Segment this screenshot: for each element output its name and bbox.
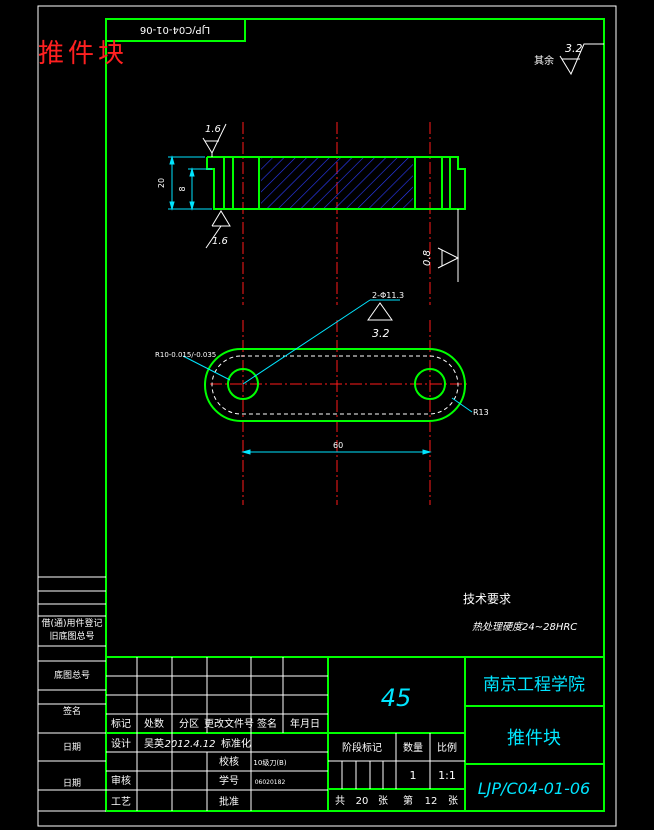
roughness-hole-value: 3.2 — [372, 327, 390, 340]
height-dimension-lines — [168, 155, 212, 211]
tb-stage-label: 阶段标记 — [342, 741, 382, 754]
tb-extra2: 06020182 — [255, 779, 286, 786]
tb-process-label: 工艺 — [111, 796, 131, 808]
slot-radius-leader — [182, 355, 231, 381]
tb-approve-label: 批准 — [219, 795, 239, 808]
roughness-right-symbol — [437, 209, 460, 282]
roughness-top-symbol — [202, 123, 227, 157]
tb-sheets-total: 20 — [356, 796, 369, 807]
rotated-number-box — [105, 18, 246, 42]
side-row-base-number: 底图总号 — [54, 669, 90, 681]
side-row-sign: 签名 — [63, 705, 81, 717]
tb-drawing-number: LJP/C04-01-06 — [478, 779, 590, 798]
dim-height-step: 8 — [178, 186, 187, 191]
section-hatch — [261, 157, 413, 209]
side-row-date2: 日期 — [63, 778, 81, 789]
tb-scale: 1:1 — [438, 769, 456, 782]
center-distance-dimension — [241, 449, 432, 455]
tb-quantity-label: 数量 — [403, 741, 423, 754]
tb-designer-name: 吴英 — [144, 737, 164, 750]
title-block-grid — [106, 656, 604, 811]
tb-review-label: 审核 — [111, 774, 131, 787]
tb-material: 45 — [381, 684, 412, 712]
side-row-date1: 日期 — [63, 742, 81, 753]
outer-frame — [37, 5, 617, 827]
roughness-bottom-value: 1.6 — [212, 236, 228, 247]
tb-designer-label: 设计 — [111, 737, 131, 750]
tb-sheet-label: 第 — [403, 794, 413, 807]
outer-radius-leader — [451, 397, 473, 413]
side-row-borrowed: 借(通)用件登记 — [41, 617, 102, 629]
front-view-outline — [206, 156, 466, 210]
part-title-red: 推件块 — [38, 39, 128, 69]
tb-extra1: 10级刀(B) — [253, 758, 286, 767]
hole-right — [414, 368, 446, 400]
roughness-rest-symbol — [559, 43, 604, 76]
tb-header-mark: 标记 — [111, 718, 131, 730]
roughness-bottom-symbol — [205, 210, 231, 249]
tech-req-title: 技术要求 — [463, 592, 511, 606]
tb-check-label: 校核 — [219, 755, 239, 768]
roughness-right-value: 0.8 — [422, 250, 433, 266]
dim-height-total: 20 — [157, 178, 166, 188]
side-row-old-number: 旧底图总号 — [49, 630, 94, 642]
roughness-hole-symbol — [367, 302, 393, 321]
slot-inner-chamfer — [211, 355, 459, 415]
tb-header-sign: 签名 — [257, 717, 277, 730]
tb-student-id-label: 学号 — [219, 774, 239, 787]
tb-header-change-doc: 更改文件号 — [204, 717, 254, 730]
center-lines-front — [242, 122, 431, 305]
tech-req-item: 热处理硬度24~28HRC — [472, 621, 577, 633]
tb-sheet-unit2: 张 — [448, 795, 458, 807]
hole-left — [227, 368, 259, 400]
rotated-drawing-number: LJP/C04-01-06 — [140, 24, 210, 35]
tb-sheet-number: 12 — [425, 796, 438, 807]
hole-leader — [242, 299, 400, 385]
side-table-grid — [38, 576, 106, 812]
tb-sheets-total-label: 共 — [335, 795, 345, 807]
inner-border — [105, 18, 605, 812]
tb-standardize-label: 标准化 — [221, 737, 251, 750]
tb-header-count: 处数 — [144, 717, 164, 730]
tb-part-name: 推件块 — [507, 728, 561, 749]
outer-radius: R13 — [473, 408, 489, 417]
tb-design-date: 2012.4.12 — [165, 739, 216, 750]
slot-radius-note: R10-0.015/-0.035 — [155, 351, 216, 359]
roughness-top-value: 1.6 — [205, 124, 221, 135]
roughness-rest-label: 其余 — [534, 54, 554, 67]
hole-note: 2-Φ11.3 — [372, 291, 404, 300]
tb-header-date: 年月日 — [290, 717, 320, 730]
center-distance-value: 60 — [333, 441, 343, 450]
tb-school: 南京工程学院 — [483, 675, 585, 695]
tb-quantity: 1 — [410, 769, 417, 782]
tb-sheets-unit: 张 — [378, 795, 388, 807]
tb-header-zone: 分区 — [179, 718, 199, 730]
slot-outer-profile — [204, 348, 466, 422]
roughness-rest-value: 3.2 — [565, 42, 583, 55]
tb-scale-label: 比例 — [437, 741, 457, 754]
